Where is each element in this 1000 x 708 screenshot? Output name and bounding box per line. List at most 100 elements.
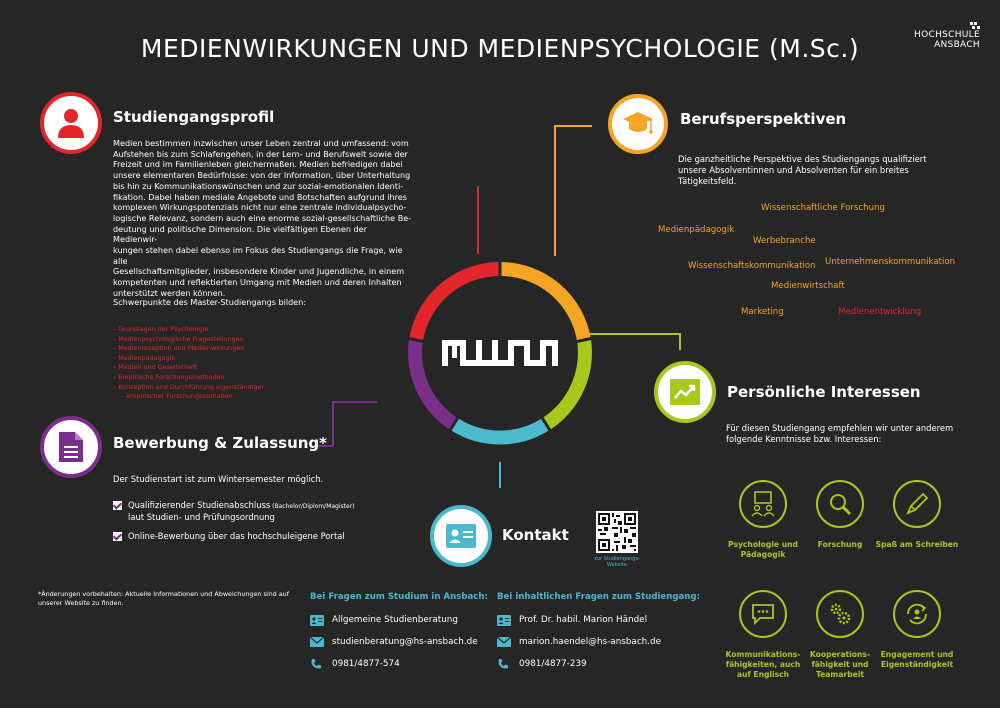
contact-inhalt: Prof. Dr. habil. Marion Händel marion.ha… <box>497 613 661 671</box>
check-item: Qualifizierender Studienabschluss (Bache… <box>113 500 403 523</box>
berufsperspektiven-icon-circle <box>608 94 668 154</box>
check-item-sub: (Bachelor/Diplom/Magister) <box>270 503 355 510</box>
skill-label-line: Forschung <box>817 540 863 549</box>
skill-label-line: auf Englisch <box>736 670 790 679</box>
career-field: Medienentwicklung <box>838 307 922 317</box>
check-item-main: Online-Bewerbung über das hochschuleigen… <box>128 531 345 541</box>
profil-line: unsere elementaren Bedürfnisse: von der … <box>113 170 411 181</box>
footnote-line: unserer Website zu finden. <box>38 598 124 607</box>
footnote: *Änderungen vorbehalten: Aktuelle Inform… <box>38 590 289 607</box>
qr-caption-line: zur Studiengangs- <box>594 556 640 562</box>
intro-line: unsere Absolventinnen und Absolventen fü… <box>678 165 909 175</box>
list-item: Konzeption und Durchführung eigenständig… <box>113 383 373 393</box>
skill-item: Spaß am Schreiben <box>872 480 962 550</box>
skill-label-line: Kommunikations- <box>725 650 801 659</box>
contact-ansbach: Allgemeine Studienberatung studienberatu… <box>310 613 478 671</box>
skill-label-line: Kooperations- <box>809 650 871 659</box>
document-icon <box>59 432 83 462</box>
studienstart-text: Der Studienstart ist zum Wintersemester … <box>113 474 324 484</box>
skill-label-line: Spaß am Schreiben <box>875 540 959 549</box>
profil-line: Aufstehen bis zum Schlafengehen, in der … <box>113 148 408 159</box>
logo-line1: HOCHSCHULE <box>914 30 980 40</box>
phone-icon <box>498 659 508 669</box>
studiengangsprofil-text: Medien bestimmen inzwischen unser Leben … <box>113 138 413 299</box>
skill-label-line: fähigkeiten, auch <box>725 660 801 669</box>
intro-line: Die ganzheitliche Perspektive des Studie… <box>678 154 927 164</box>
skill-label-line: Eigenständigkeit <box>880 660 954 669</box>
profil-line: logische Relevanz, sondern auch eine eno… <box>113 212 412 223</box>
contact-ansbach-heading: Bei Fragen zum Studium in Ansbach: <box>310 592 488 602</box>
checkbox-checked-icon <box>113 532 122 541</box>
center-ring <box>406 260 594 445</box>
checkbox-checked-icon <box>113 501 122 510</box>
contact-row: Allgemeine Studienberatung <box>310 613 478 627</box>
hochschule-logo[interactable]: HOCHSCHULE ANSBACH <box>890 22 980 56</box>
kontakt-heading: Kontakt <box>502 526 569 544</box>
list-item: empirischer Forschungsvorhaben <box>113 392 373 402</box>
career-field: Wissenschaftskommunikation <box>688 261 816 271</box>
contact-row: Prof. Dr. habil. Marion Händel <box>497 613 661 627</box>
studiengangsprofil-heading: Studiengangsprofil <box>113 108 275 126</box>
intro-line: folgende Kenntnisse bzw. Interessen: <box>726 434 882 444</box>
career-field: Marketing <box>741 307 784 317</box>
profil-line: kompetenten und reflektierten Umgang mit… <box>113 277 402 288</box>
skill-label-line: Psychologie und <box>728 540 798 549</box>
skill-label-line: fähigkeit und <box>811 660 869 669</box>
profil-line: bis hin zu Kommunikationswünschen und zu… <box>113 180 404 191</box>
contact-name: Prof. Dr. habil. Marion Händel <box>519 615 648 625</box>
logo-pixel-icon <box>970 22 980 29</box>
envelope-icon <box>497 637 511 647</box>
list-item: Empirische Forschungsmethoden <box>113 373 373 383</box>
berufsperspektiven-heading: Berufsperspektiven <box>680 110 847 128</box>
list-item: Medienpädagogik <box>113 354 373 364</box>
check-item-main: Qualifizierender Studienabschluss <box>128 500 271 510</box>
kontakt-icon-circle <box>430 505 492 567</box>
magnifier-icon <box>830 494 852 516</box>
contact-row: marion.haendel@hs-ansbach.de <box>497 635 661 649</box>
gears-icon <box>830 603 851 625</box>
contact-phone[interactable]: 0981/4877-239 <box>519 659 587 669</box>
skill-label-line: Pädagogik <box>740 550 786 559</box>
qr-code-icon[interactable] <box>596 511 638 553</box>
skill-item: Engagement und Eigenständigkeit <box>872 590 962 670</box>
career-field: Medienwirtschaft <box>771 281 845 291</box>
schwerpunkte-list: Grundlagen der Psychologie Medienpsychol… <box>113 325 373 402</box>
id-card-icon <box>310 614 324 626</box>
interessen-intro: Für diesen Studiengang empfehlen wir unt… <box>726 423 986 445</box>
page-title: MEDIENWIRKUNGEN UND MEDIENPSYCHOLOGIE (M… <box>140 34 860 63</box>
qr-caption: zur Studiengangs- Website <box>588 556 646 568</box>
skill-item: Kommunikations- fähigkeiten, auch auf En… <box>718 590 808 680</box>
list-item: Medien und Gesellschaft <box>113 363 373 373</box>
list-item: Medienrezeption und Medienwirkungen <box>113 344 373 354</box>
check-item: Online-Bewerbung über das hochschuleigen… <box>113 531 403 542</box>
person-icon <box>58 109 84 138</box>
profil-line: komplexen Wirkungspotenzials nicht nur e… <box>113 202 407 213</box>
contact-email-link[interactable]: marion.haendel@hs-ansbach.de <box>519 637 662 647</box>
contact-phone[interactable]: 0981/4877-574 <box>332 659 400 669</box>
interessen-icon-circle <box>654 361 716 423</box>
envelope-icon <box>310 637 324 647</box>
speech-bubble-icon <box>752 604 774 626</box>
contact-name: Allgemeine Studienberatung <box>332 615 458 625</box>
profil-line: deutung und politische Dimension. Die vi… <box>113 223 367 245</box>
id-card-icon <box>497 614 511 626</box>
career-field: Unternehmenskommunikation <box>825 257 956 267</box>
board-people-icon <box>751 491 775 517</box>
check-item-line2: laut Studien- und Prüfungsordnung <box>128 512 275 522</box>
contact-row: 0981/4877-574 <box>310 657 478 671</box>
profil-line: fikation. Dabei haben mediale Angebote u… <box>113 191 407 202</box>
skill-item: Psychologie und Pädagogik <box>718 480 808 560</box>
bewerbung-checklist: Qualifizierender Studienabschluss (Bache… <box>113 500 403 542</box>
profil-line: unterstützt werden können. <box>113 287 226 298</box>
mwm-logo-icon <box>442 340 558 366</box>
skill-label-line: Engagement und <box>880 650 954 659</box>
graduation-cap-icon <box>623 112 653 134</box>
profil-line: Medien bestimmen inzwischen unser Leben … <box>113 138 409 148</box>
studiengangsprofil-icon-circle <box>40 92 102 154</box>
list-item: Grundlagen der Psychologie <box>113 325 373 335</box>
contact-inhalt-heading: Bei inhaltlichen Fragen zum Studiengang: <box>497 592 701 602</box>
intro-line: Tätigkeitsfeld. <box>678 176 737 186</box>
skill-item: Kooperations- fähigkeit und Teamarbeit <box>795 590 885 680</box>
contact-email-link[interactable]: studienberatung@hs-ansbach.de <box>332 637 478 647</box>
